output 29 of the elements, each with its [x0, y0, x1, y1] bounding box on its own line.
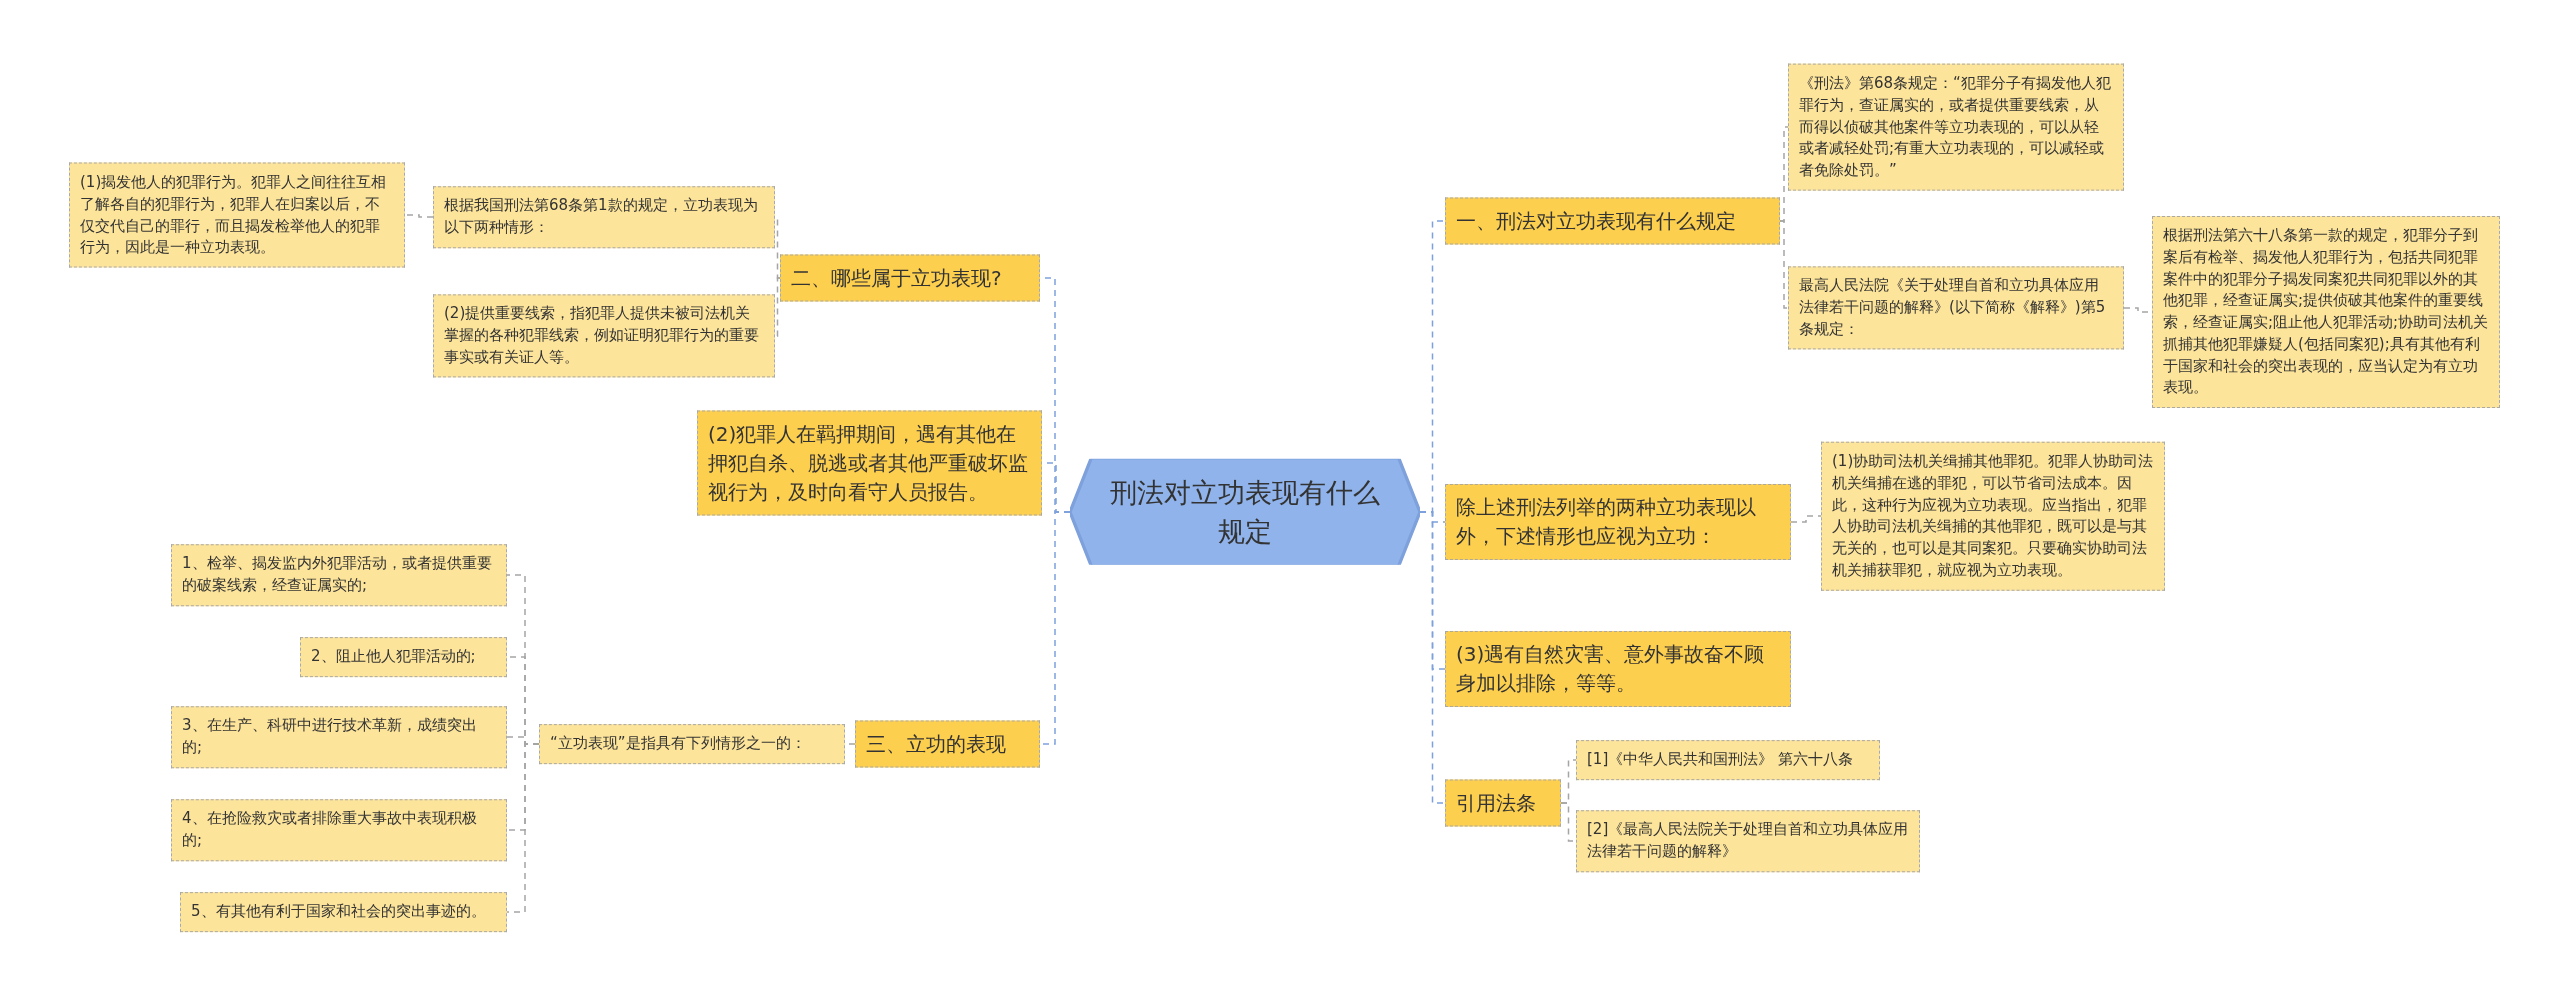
subtopic-box: 4、在抢险救灾或者排除重大事故中表现积极的; — [171, 799, 507, 861]
connector-line — [1790, 515, 1822, 523]
central-topic: 刑法对立功表现有什么规定 — [1070, 458, 1420, 566]
connector-line — [404, 214, 434, 218]
connector-line — [1779, 220, 1789, 309]
connector-line — [774, 277, 781, 337]
subtopic-box: 5、有其他有利于国家和社会的突出事迹的。 — [180, 892, 507, 932]
topic-box: 除上述刑法列举的两种立功表现以外，下述情形也应视为立功： — [1445, 484, 1791, 560]
subtopic-box: (1)协助司法机关缉捕其他罪犯。犯罪人协助司法机关缉捕在逃的罪犯，可以节省司法成本。因此，这种行为应视为立功表现。应当指出，犯罪人协助司法机关缉捕的其他罪犯，既可以是与其无关的，也可以是其同案犯。只要确实协助司法机关捕获罪犯，就应视为立功表现。 — [1821, 441, 2165, 591]
subtopic-box: 1、检举、揭发监内外犯罪活动，或者提供重要的破案线索，经查证属实的; — [171, 544, 507, 606]
subtopic-box: 根据刑法第六十八条第一款的规定，犯罪分子到案后有检举、揭发他人犯罪行为，包括共同犯罪案件中的犯罪分子揭发同案犯共同犯罪以外的其他犯罪，经查证属实;提供侦破其他案件的重要线索，经查证属实;阻止他人犯罪活动;协助司法机关抓捕其他犯罪嫌疑人(包括同案犯);具有其他有利于国家和社会的突出表现的，应当认定为有立功表现。 — [2152, 216, 2500, 408]
topic-box: 一、刑法对立功表现有什么规定 — [1445, 197, 1780, 245]
topic-box: (3)遇有自然灾害、意外事故奋不顾身加以排除，等等。 — [1445, 631, 1791, 707]
subtopic-box: 3、在生产、科研中进行技术革新，成绩突出的; — [171, 706, 507, 768]
topic-box: 三、立功的表现 — [855, 720, 1040, 768]
topic-box: (2)犯罪人在羁押期间，遇有其他在押犯自杀、脱逃或者其他严重破坏监视行为，及时向看守人员报告。 — [697, 410, 1042, 516]
connector-line — [1419, 511, 1446, 804]
subtopic-box: 根据我国刑法第68条第1款的规定，立功表现为以下两种情形： — [433, 186, 775, 248]
topic-box: 二、哪些属于立功表现? — [780, 254, 1040, 302]
subtopic-box: 2、阻止他人犯罪活动的; — [300, 637, 507, 677]
subtopic-box: “立功表现”是指具有下列情形之一的： — [539, 724, 845, 764]
topic-box: 引用法条 — [1445, 779, 1561, 827]
subtopic-box: [1]《中华人民共和国刑法》 第六十八条 — [1576, 740, 1880, 780]
subtopic-box: 最高人民法院《关于处理自首和立功具体应用法律若干问题的解释》(以下简称《解释》)第5条规定： — [1788, 266, 2124, 350]
subtopic-box: (2)提供重要线索，指犯罪人提供未被司法机关掌握的各种犯罪线索，例如证明犯罪行为的重要事实或有关证人等。 — [433, 294, 775, 378]
subtopic-box: [2]《最高人民法院关于处理自首和立功具体应用法律若干问题的解释》 — [1576, 810, 1920, 872]
subtopic-box: 《刑法》第68条规定：“犯罪分子有揭发他人犯罪行为，查证属实的，或者提供重要线索，从而得以侦破其他案件等立功表现的，可以从轻或者减轻处罚;有重大立功表现的，可以减轻或者免除处罚。” — [1788, 63, 2124, 191]
subtopic-box: (1)揭发他人的犯罪行为。犯罪人之间往往互相了解各自的犯罪行为，犯罪人在归案以后，不仅交代自己的罪行，而且揭发检举他人的犯罪行为，因此是一种立功表现。 — [69, 162, 405, 268]
connector-line — [506, 743, 540, 913]
